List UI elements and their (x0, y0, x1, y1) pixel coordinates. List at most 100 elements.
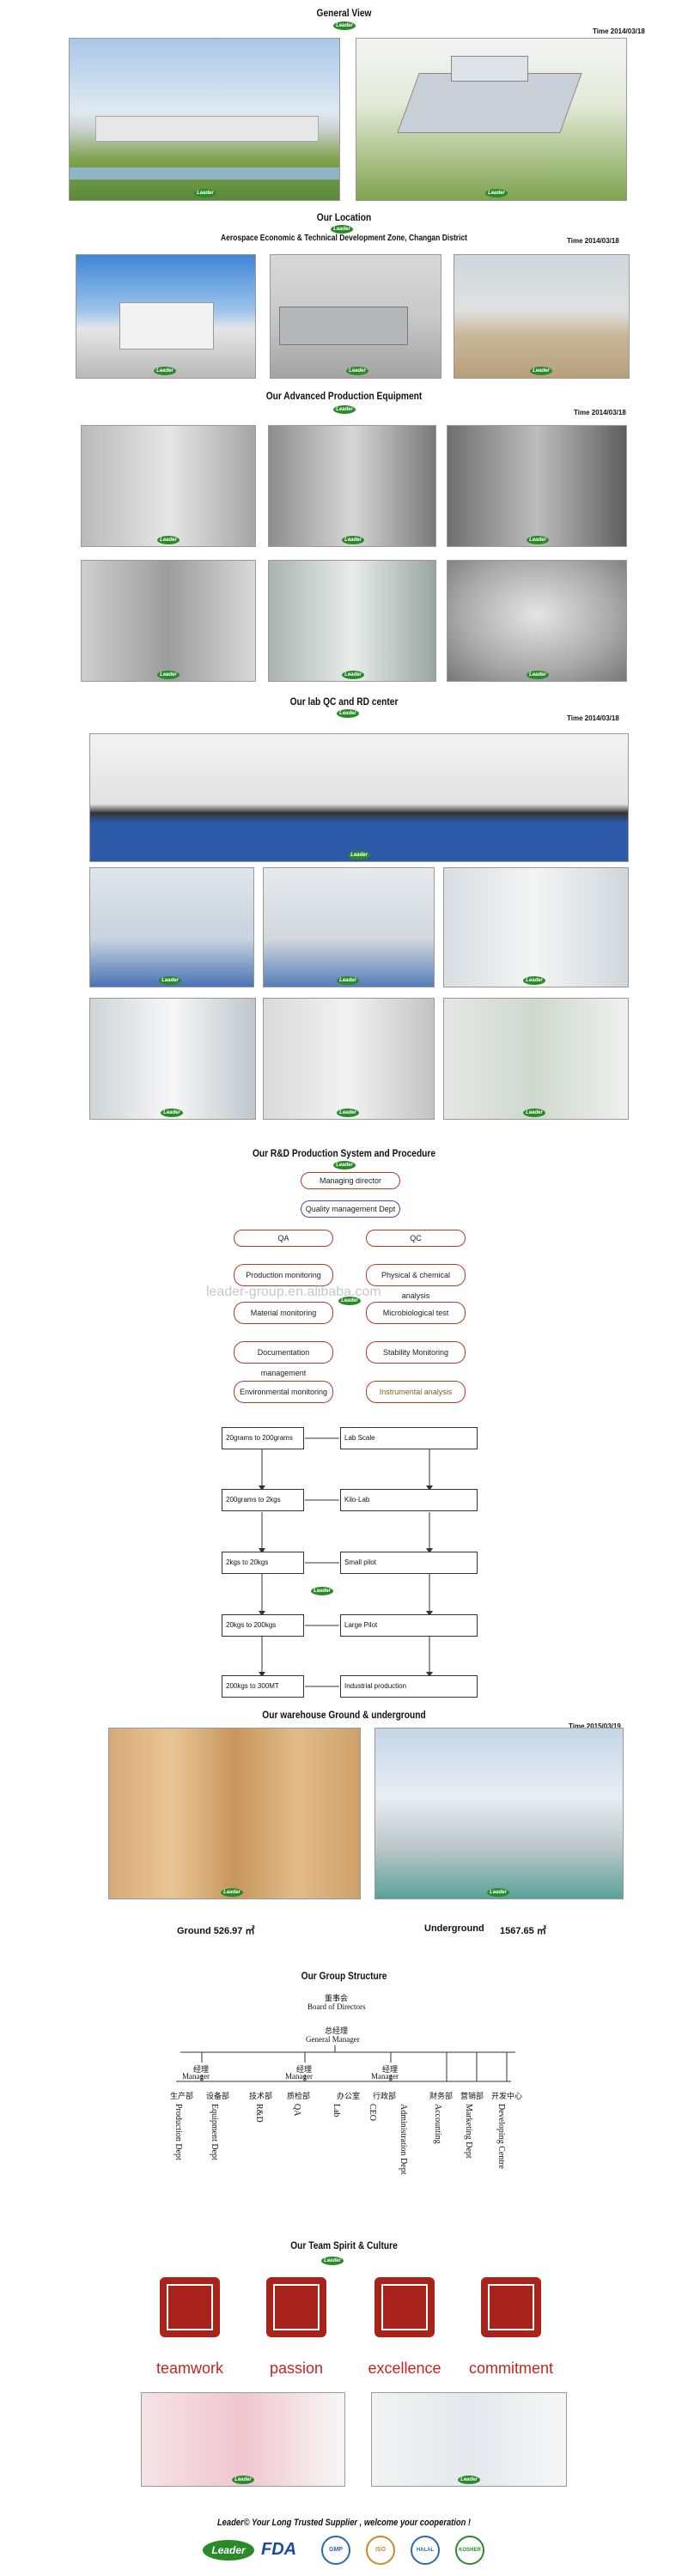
equipment-photo-5: Leader (268, 560, 436, 682)
general-view-time: Time 2014/03/18 (593, 27, 645, 35)
procedure-title: Our R&D Production System and Procedure (252, 1147, 436, 1159)
dept-en: Developing Centre (496, 2104, 506, 2169)
qa-box: QA (234, 1230, 333, 1247)
qc-item: Physical & chemical analysis (366, 1264, 466, 1300)
dept-cn: 营销部 (460, 2092, 484, 2100)
lab-photo-2: Leader (263, 867, 435, 987)
gm-en: General Manager (306, 2035, 360, 2044)
equipment-title: Our Advanced Production Equipment (265, 390, 423, 402)
leader-logo: Leader (333, 405, 356, 414)
scale-stage: Large Pilot (340, 1614, 478, 1637)
spirit-title: Our Team Spirit & Culture (290, 2239, 398, 2251)
leader-logo: Leader (337, 976, 359, 985)
qa-item: Material monitoring (234, 1302, 333, 1324)
leader-logo: Leader (527, 671, 549, 679)
scale-amount: 2kgs to 20kgs (222, 1552, 304, 1574)
equipment-photo-3: Leader (447, 425, 627, 547)
dept-cn: 办公室 (337, 2092, 361, 2100)
leader-logo: Leader (161, 1109, 183, 1117)
excellence-hand-icon (374, 2277, 435, 2337)
leader-logo: Leader (348, 851, 370, 860)
location-time: Time 2014/03/18 (567, 237, 619, 245)
dept-en: CEO (368, 2104, 377, 2121)
lab-time: Time 2014/03/18 (567, 714, 619, 722)
qa-item: Documentation management (234, 1341, 333, 1377)
leader-logo: Leader (337, 1109, 359, 1117)
manager-cn: 经理 (296, 2065, 313, 2074)
underground-label: Underground (424, 1923, 484, 1934)
qc-item: Microbiological test (366, 1302, 466, 1324)
leader-brand-logo: Leader (203, 2540, 254, 2561)
scale-amount: 200kgs to 300MT (222, 1675, 304, 1698)
qc-item: Instrumental analysis (366, 1381, 466, 1403)
leader-logo: Leader (333, 21, 356, 30)
leader-logo: Leader (342, 671, 364, 679)
location-title: Our Location (316, 211, 372, 223)
manager-cn: 经理 (382, 2065, 399, 2074)
leader-logo: Leader (527, 536, 549, 544)
board-en: Board of Directors (307, 2002, 366, 2011)
warehouse-underground-photo: Leader (374, 1728, 624, 1899)
scale-stage: Kilo-Lab (340, 1489, 478, 1511)
dept-en: QA (292, 2104, 301, 2117)
dept-cn: 开发中心 (491, 2092, 523, 2100)
culture-wall-photo-2: Leader (371, 2392, 567, 2487)
leader-logo: Leader (333, 1161, 356, 1170)
qc-box: QC (366, 1230, 466, 1247)
lab-photo-4: Leader (89, 998, 256, 1120)
warehouse-ground-photo: Leader (108, 1728, 361, 1899)
leader-logo: Leader (346, 367, 368, 375)
factory-rendering-photo: Leader (356, 38, 627, 201)
dept-cn: 行政部 (373, 2092, 397, 2100)
watermark: leader-group.en.alibaba.com (206, 1285, 381, 1299)
warehouse-time: Time 2015/03/19 (569, 1722, 621, 1730)
culture-wall-photo-1: Leader (141, 2392, 345, 2487)
lab-photo-1: Leader (89, 867, 254, 987)
dept-cn: 质检部 (287, 2092, 311, 2100)
leader-logo: Leader (338, 1297, 361, 1305)
qa-item: Environmental monitoring (234, 1381, 333, 1403)
qa-item: Production monitoring (234, 1264, 333, 1286)
gmp-logo: GMP (321, 2536, 350, 2565)
leader-logo: Leader (159, 976, 181, 985)
factory-aerial-photo: Leader (69, 38, 340, 201)
dept-cn: 生产部 (170, 2092, 194, 2100)
kosher-logo: KOSHER (455, 2536, 484, 2565)
dept-en: Lab (332, 2104, 341, 2117)
leader-logo: Leader (331, 225, 353, 234)
scale-amount: 20kgs to 200kgs (222, 1614, 304, 1637)
leader-logo: Leader (232, 2476, 254, 2484)
workshop-exterior-photo: Leader (270, 254, 441, 379)
scale-stage: Lab Scale (340, 1427, 478, 1449)
spirit-word: passion (269, 2360, 324, 2377)
scale-amount: 20grams to 200grams (222, 1427, 304, 1449)
commitment-hand-icon (481, 2277, 541, 2337)
qc-item: Stability Monitoring (366, 1341, 466, 1364)
lab-photo-6: Leader (443, 998, 629, 1120)
leader-logo: Leader (530, 367, 552, 375)
leader-logo: Leader (157, 671, 180, 679)
manager-en: Manager (371, 2072, 399, 2081)
lab-panorama-photo: Leader (89, 733, 629, 862)
dept-cn: 设备部 (206, 2092, 230, 2100)
dept-cn: 技术部 (249, 2092, 273, 2100)
warehouse-title: Our warehouse Ground & underground (262, 1709, 426, 1721)
ground-area: Ground 526.97 ㎡ (177, 1926, 255, 1936)
dept-cn: 财务部 (429, 2092, 454, 2100)
lab-title: Our lab QC and RD center (289, 696, 399, 708)
manager-en: Manager (182, 2072, 210, 2081)
underground-area: 1567.65 ㎡ (500, 1926, 546, 1936)
dept-en: Administration Dept (399, 2104, 408, 2175)
leader-logo: Leader (337, 709, 359, 718)
spirit-word: excellence (368, 2360, 441, 2377)
lab-photo-3: Leader (443, 867, 629, 987)
equipment-photo-1: Leader (81, 425, 256, 547)
scale-amount: 200grams to 2kgs (222, 1489, 304, 1511)
manager-en: Manager (285, 2072, 313, 2081)
site-road-photo: Leader (454, 254, 630, 379)
dept-en: R&D (254, 2104, 264, 2123)
gm-cn: 总经理 (325, 2026, 349, 2035)
dept-en: Equipment Dept (210, 2104, 219, 2160)
equipment-photo-2: Leader (268, 425, 436, 547)
equipment-photo-4: Leader (81, 560, 256, 682)
